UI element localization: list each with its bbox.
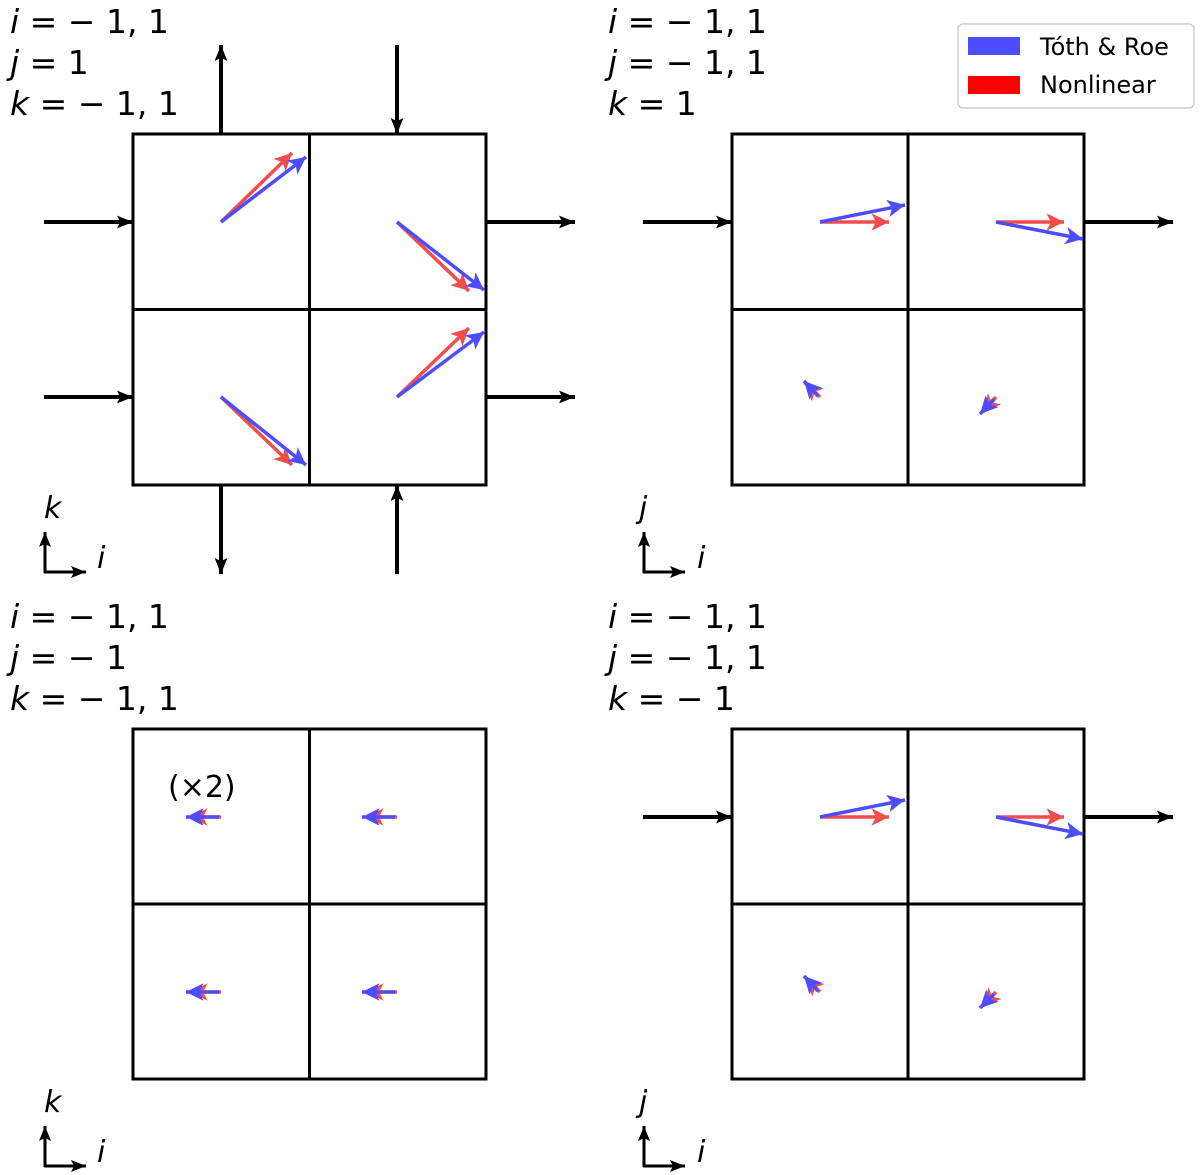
panel-label-i: i = − 1, 1: [10, 597, 169, 636]
axes-indicator: j i: [635, 1085, 706, 1172]
vertical-axis-label: j: [635, 491, 648, 526]
toth-roe-vector: [995, 815, 1084, 840]
cell-grid: [730, 727, 1086, 1081]
axes-indicator: j i: [635, 491, 706, 578]
horizontal-axis-label: i: [697, 541, 706, 576]
field-vectors: [802, 794, 1084, 1010]
toth-roe-vector: [978, 989, 999, 1010]
legend-swatch-toth-roe: [968, 37, 1020, 55]
axes-indicator: k i: [39, 491, 106, 578]
toth-roe-vector: [995, 220, 1084, 245]
toth-roe-vector: [802, 974, 823, 995]
panel-label-j: j = − 1, 1: [604, 43, 767, 82]
panel-label-i: i = − 1, 1: [608, 2, 767, 41]
field-vectors: [802, 199, 1084, 416]
legend-label-toth-roe: Tóth & Roe: [1039, 33, 1169, 61]
panel-label-k: k = 1: [608, 84, 697, 123]
vertical-axis-label: j: [635, 1085, 648, 1120]
nonlinear-vector: [395, 326, 471, 399]
boundary-arrows: [44, 45, 575, 574]
toth-roe-vector: [819, 794, 906, 819]
horizontal-axis-label: i: [697, 1135, 706, 1170]
panel-bottom-right: i = − 1, 1 j = − 1, 1 k = − 1 j i: [604, 597, 1173, 1172]
panel-top-left: i = − 1, 1 j = 1 k = − 1, 1: [6, 2, 575, 578]
scale-note: (×2): [168, 770, 236, 805]
legend-swatch-nonlinear: [968, 76, 1020, 94]
horizontal-axis-label: i: [97, 1135, 106, 1170]
horizontal-axis-label: i: [97, 541, 106, 576]
toth-roe-vector: [219, 155, 308, 224]
panel-label-k: k = − 1, 1: [10, 679, 179, 718]
vertical-axis-label: k: [44, 491, 63, 526]
legend-label-nonlinear: Nonlinear: [1040, 71, 1156, 99]
cell-grid: [131, 727, 488, 1081]
panel-label-i: i = − 1, 1: [10, 2, 169, 41]
panel-label-j: j = − 1, 1: [604, 638, 767, 677]
field-vectors: [219, 151, 486, 467]
panel-top-right: i = − 1, 1 j = − 1, 1 k = 1 j i: [604, 2, 1195, 578]
toth-roe-vector: [395, 220, 486, 292]
vertical-axis-label: k: [44, 1085, 63, 1120]
panel-label-k: k = − 1, 1: [10, 84, 179, 123]
panel-label-j: j = 1: [6, 43, 89, 82]
field-vectors: [186, 808, 397, 1001]
toth-roe-vector: [978, 395, 999, 416]
axes-indicator: k i: [39, 1085, 106, 1172]
panel-bottom-left: i = − 1, 1 j = − 1 k = − 1, 1 (×2) k i: [6, 597, 488, 1172]
toth-roe-vector: [802, 379, 823, 400]
panel-label-k: k = − 1: [608, 679, 735, 718]
panel-label-i: i = − 1, 1: [608, 597, 767, 636]
cell-grid: [730, 132, 1086, 487]
toth-roe-vector: [819, 199, 906, 224]
cell-grid: [131, 132, 488, 487]
panel-label-j: j = − 1: [6, 638, 127, 677]
toth-roe-vector: [219, 395, 308, 467]
toth-roe-vector: [395, 330, 486, 399]
nonlinear-vector: [219, 151, 294, 224]
legend: Tóth & Roe Nonlinear: [957, 23, 1195, 109]
